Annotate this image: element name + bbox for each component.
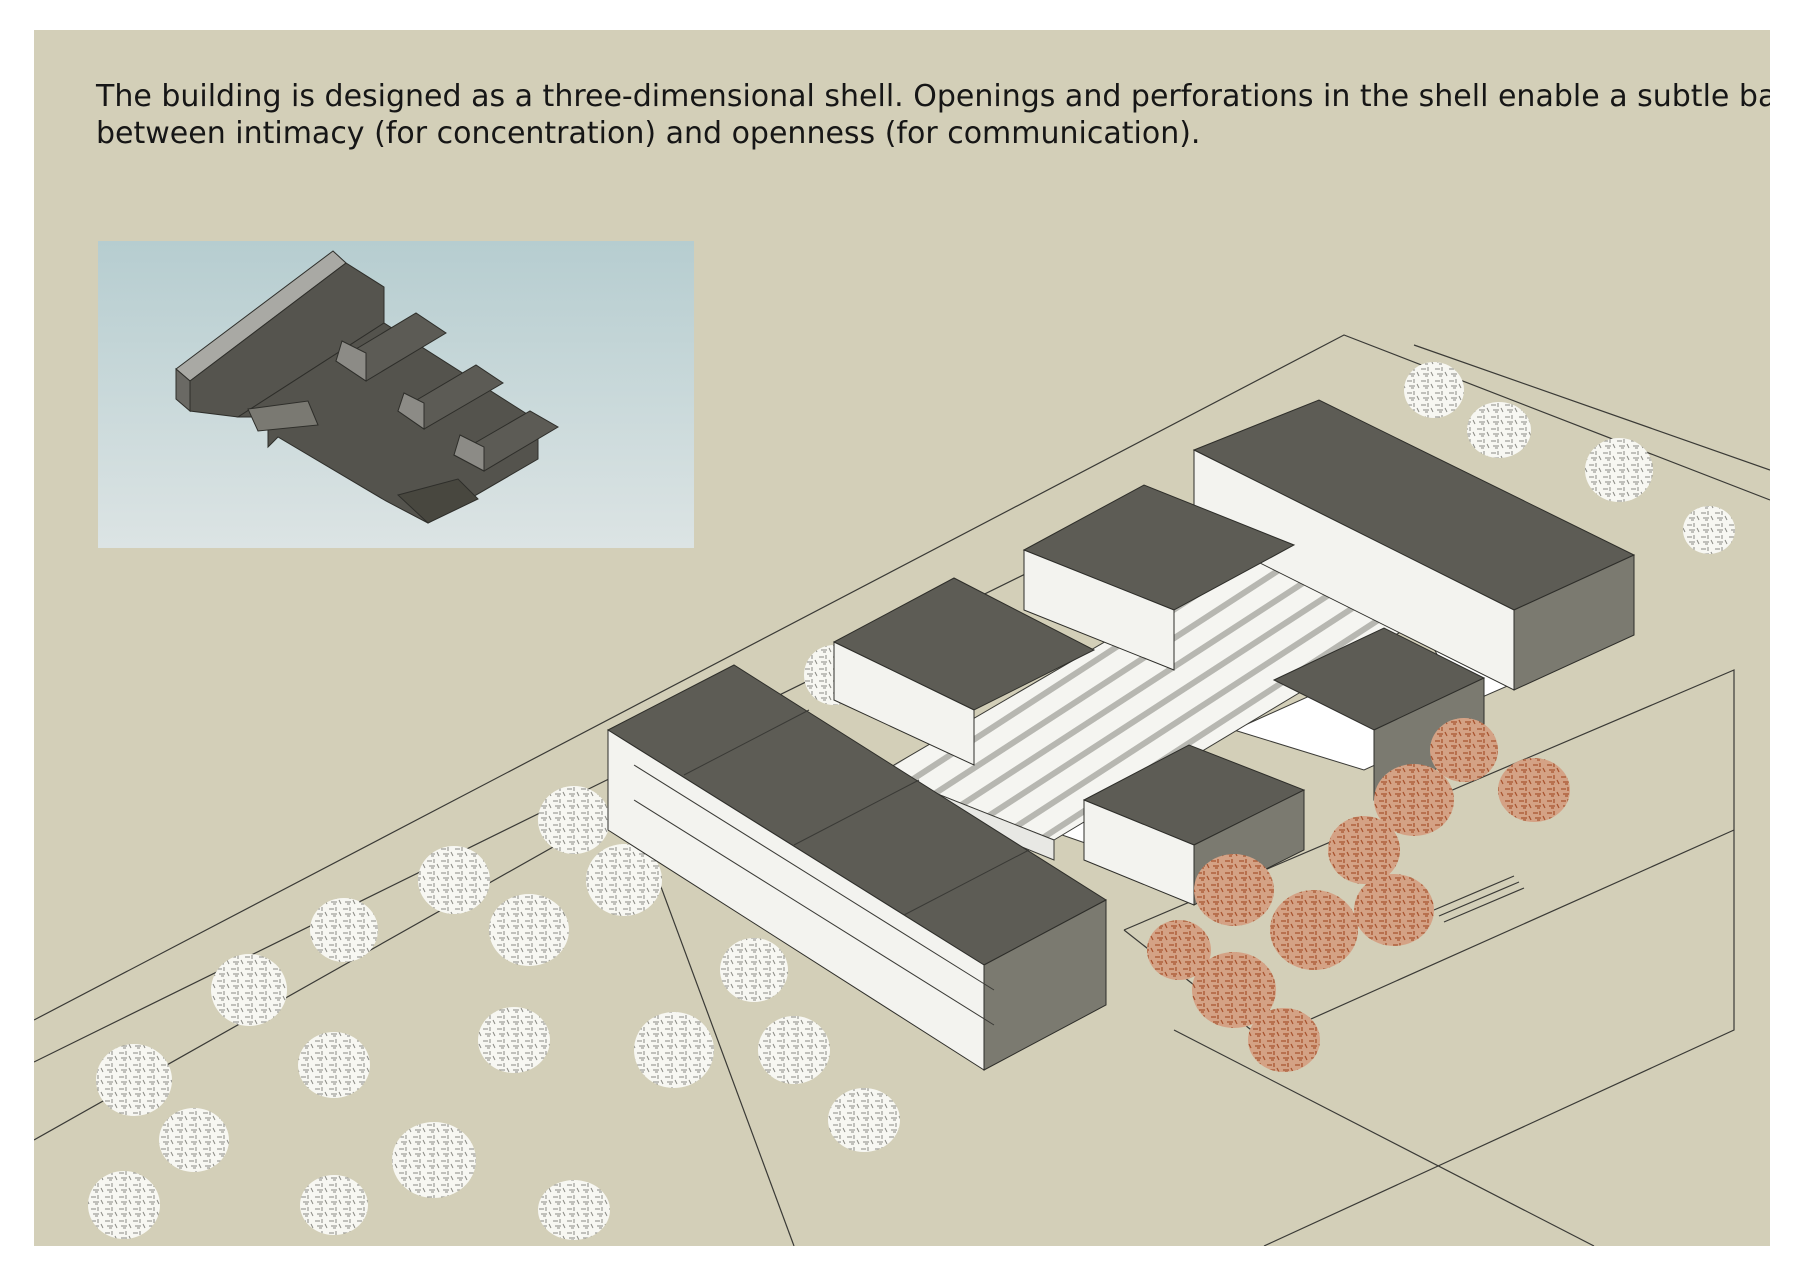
tree: [96, 1044, 172, 1116]
tree: [298, 1032, 370, 1098]
wing-second-facade: [1023, 549, 1175, 671]
tree: [418, 846, 490, 914]
description-line-1: The building is designed as a three-dime…: [96, 79, 1770, 114]
tree: [1328, 816, 1400, 884]
tree: [720, 938, 788, 1002]
wing-front-small-facade: [1083, 799, 1195, 906]
shell-fin-1-light: [335, 340, 367, 382]
tree: [1147, 920, 1211, 980]
tree: [1194, 854, 1274, 926]
shell-foot: [396, 478, 479, 524]
illustration-panel: The building is designed as a three-dime…: [34, 30, 1770, 1246]
building-wings: [606, 399, 1636, 1071]
tree: [1192, 952, 1276, 1028]
massing-model-inset: [98, 241, 694, 548]
site-steps: [1433, 875, 1525, 923]
tree: [1270, 890, 1358, 970]
tree: [538, 786, 610, 854]
wing-back: [1192, 399, 1636, 691]
tree: [586, 844, 662, 916]
tree: [489, 894, 569, 966]
description-text: The building is designed as a three-dime…: [96, 78, 1770, 152]
site-line-8: [1173, 1029, 1595, 1246]
tree: [828, 1088, 900, 1152]
tree: [1354, 874, 1434, 946]
wing-main: [606, 664, 1107, 1071]
shell-fin-2-light: [397, 392, 425, 430]
shell-fin-3-light: [453, 434, 485, 472]
description-line-2: between intimacy (for concentration) and…: [96, 116, 1201, 151]
tree: [1404, 362, 1464, 418]
tree: [1248, 1008, 1320, 1072]
tree: [159, 1108, 229, 1172]
tree: [758, 1016, 830, 1084]
tree: [1498, 758, 1570, 822]
orange-trees: [1147, 718, 1570, 1072]
tree: [211, 954, 287, 1026]
wing-third-facade: [833, 641, 975, 766]
tree: [1683, 506, 1735, 554]
tree: [1585, 438, 1653, 502]
tree: [538, 1180, 610, 1240]
wing-main-ribs: [633, 709, 1030, 1026]
tree: [1467, 402, 1531, 458]
wing-back-side: [1513, 554, 1635, 691]
wing-front-small: [1082, 744, 1306, 906]
shell-core: [236, 322, 539, 524]
wing-second: [1022, 484, 1296, 671]
wing-main-side: [983, 899, 1107, 1071]
tree: [478, 1007, 550, 1073]
tree: [634, 1012, 714, 1088]
wing-third: [832, 577, 1096, 766]
tree: [392, 1122, 476, 1198]
site-axonometric: [34, 334, 1770, 1246]
tree: [88, 1171, 160, 1239]
shell-underside: [247, 400, 319, 432]
massing-model-drawing: [175, 250, 559, 524]
tree: [310, 898, 378, 962]
tree: [1430, 718, 1498, 782]
tree: [1374, 764, 1454, 836]
tree: [300, 1175, 368, 1235]
site-line-5: [1413, 344, 1770, 471]
